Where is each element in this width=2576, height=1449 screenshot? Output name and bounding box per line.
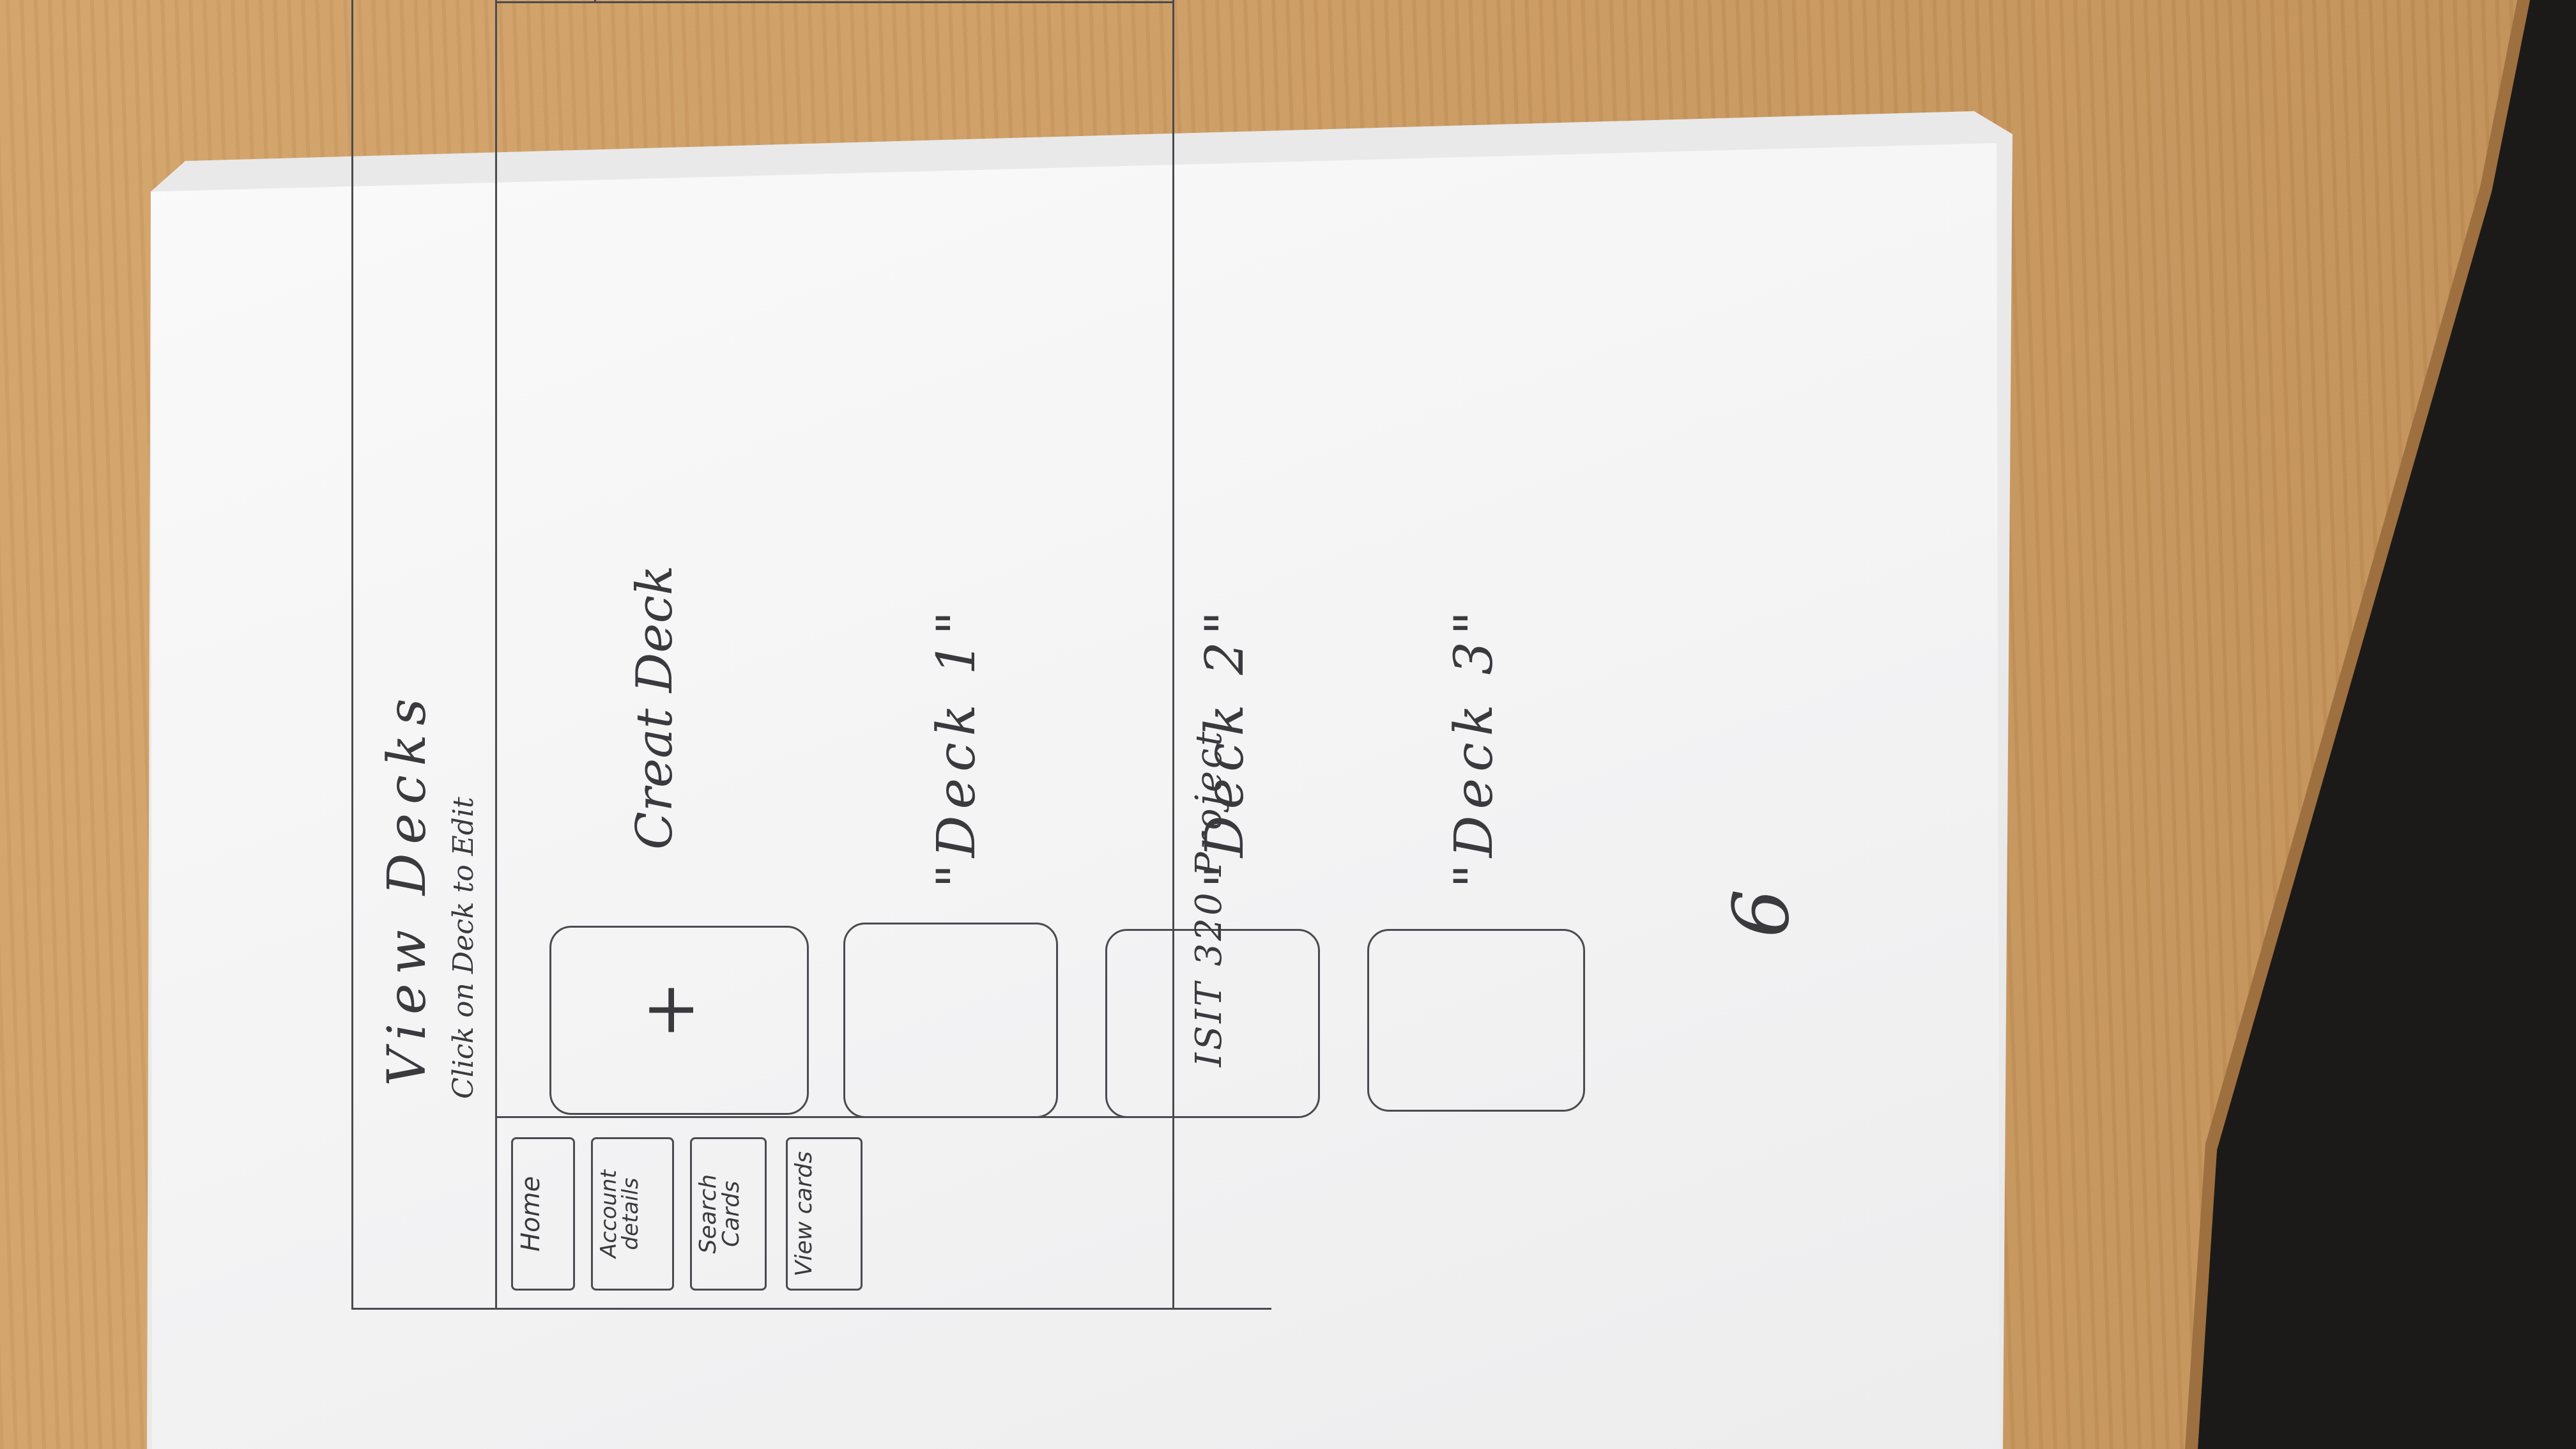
page-subtitle: Click on Deck to Edit bbox=[447, 797, 480, 1099]
page-number: 6 bbox=[1717, 889, 1807, 938]
footer-text: ISIT 320 Project bbox=[1188, 729, 1230, 1067]
scrollbar-line bbox=[594, 0, 596, 3]
frame-left bbox=[351, 1308, 1271, 1310]
plus-icon: + bbox=[628, 980, 710, 1039]
create-deck-card[interactable]: + bbox=[549, 926, 809, 1115]
deck-1-label[interactable]: "Deck 1" bbox=[926, 604, 987, 888]
deck-1-card[interactable] bbox=[843, 923, 1058, 1118]
frame-top bbox=[351, 0, 353, 1310]
deck-3-card[interactable] bbox=[1367, 929, 1585, 1112]
header-divider bbox=[495, 0, 497, 1310]
create-deck-label[interactable]: Creat Deck bbox=[626, 565, 684, 850]
page-title: View Decks bbox=[377, 689, 438, 1086]
nav-account-details-button[interactable]: Account details bbox=[591, 1137, 674, 1291]
nav-view-cards-button[interactable]: View cards bbox=[786, 1137, 862, 1291]
nav-home-button[interactable]: Home bbox=[511, 1137, 575, 1291]
nav-search-cards-button[interactable]: Search Cards bbox=[690, 1137, 767, 1291]
deck-3-label[interactable]: "Deck 3" bbox=[1444, 604, 1505, 888]
scrollbar-track bbox=[495, 1, 1172, 3]
wireframe-sketch: View Decks Click on Deck to Edit Home Ac… bbox=[351, 0, 1699, 1310]
